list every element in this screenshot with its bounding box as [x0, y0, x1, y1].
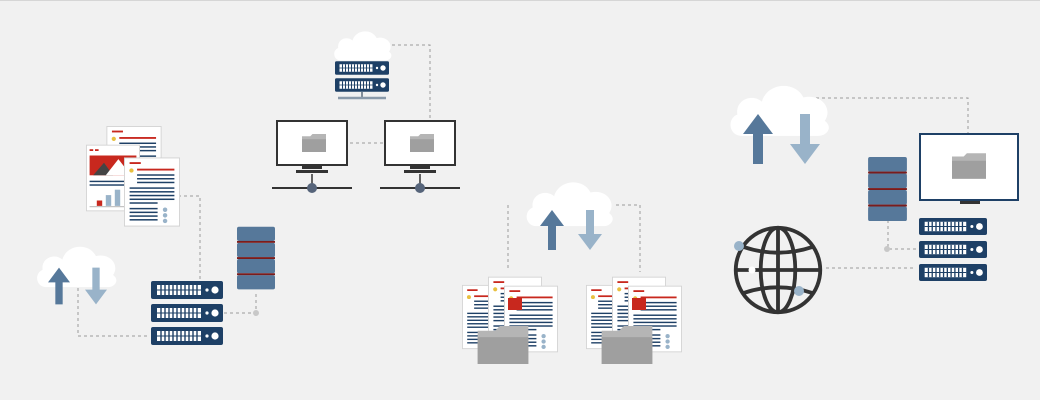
connector-joint [253, 310, 259, 316]
connector-cloud-to-monitor [816, 97, 969, 134]
file-sync-group [462, 182, 682, 364]
folder-icon [601, 326, 653, 364]
connector-servers-to-database [224, 294, 257, 314]
server-rack-icon [151, 281, 223, 299]
connector-cloud-to-right-documents [616, 204, 641, 272]
connector-cloud-to-servers [77, 282, 150, 337]
cloud-icon [730, 85, 829, 136]
cloud-icon [334, 31, 392, 61]
server-rack-icon [918, 218, 988, 235]
network-node-icon [380, 174, 460, 193]
server-rack-icon [918, 241, 988, 258]
connector-cloud-to-right-monitor [392, 44, 431, 122]
server-rack-icon [918, 264, 988, 281]
image-thumbnail-icon [632, 298, 646, 310]
connector-database-to-servers [887, 220, 916, 250]
server-rack-icon [151, 304, 223, 322]
database-icon [868, 157, 907, 222]
network-node-icon [748, 266, 756, 274]
document-icon [124, 157, 180, 227]
globe-icon [733, 225, 823, 315]
server-rack-icon [335, 78, 389, 92]
image-thumbnail-icon [508, 298, 522, 310]
cloud-icon [526, 182, 613, 227]
network-node-icon [338, 92, 386, 100]
server-rack-icon [151, 327, 223, 345]
server-rack-icon [335, 61, 389, 75]
folder-icon [952, 153, 986, 179]
global-network-group [730, 85, 1019, 315]
networked-computers-group [272, 31, 460, 193]
database-icon [237, 226, 275, 290]
folder-icon [477, 326, 529, 364]
folder-icon [302, 134, 326, 152]
connector-joint [884, 246, 890, 252]
network-node-icon [272, 174, 352, 193]
network-node-icon [794, 286, 804, 296]
folder-icon [410, 134, 434, 152]
network-node-icon [734, 241, 744, 251]
document-upload-group [37, 126, 275, 345]
